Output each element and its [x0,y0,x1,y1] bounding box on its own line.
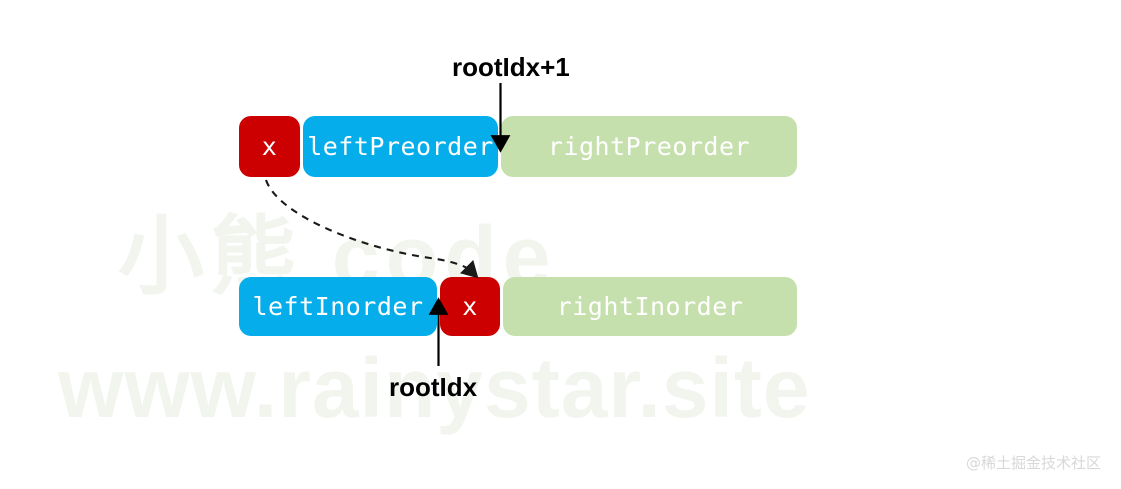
inorder-root-segment: x [440,277,500,336]
inorder-root-label: x [462,292,478,321]
rootidx-label: rootIdx [389,372,478,402]
preorder-root-label: x [261,132,278,161]
preorder-left-label: leftPreorder [307,132,494,161]
preorder-right-label: rightPreorder [547,132,751,161]
preorder-right-segment: rightPreorder [501,116,797,177]
inorder-right-segment: rightInorder [503,277,797,336]
preorder-left-segment: leftPreorder [303,116,498,177]
root-mapping-dashed-curve [265,179,479,279]
inorder-left-label: leftInorder [252,292,424,321]
attribution-text: @稀土掘金技术社区 [965,454,1101,472]
rootidx-plus1-label: rootIdx+1 [452,52,570,82]
preorder-root-segment: x [239,116,300,177]
inorder-left-segment: leftInorder [239,277,437,336]
inorder-right-label: rightInorder [556,292,744,321]
